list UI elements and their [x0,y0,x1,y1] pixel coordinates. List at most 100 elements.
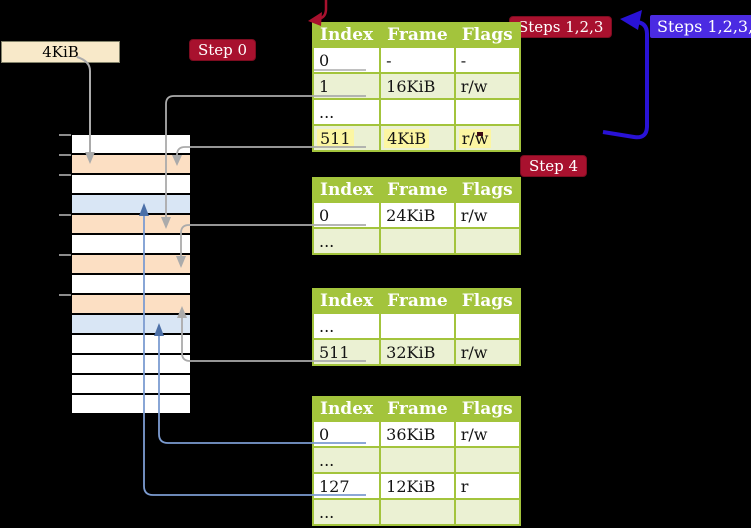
table-cell: ... [311,446,382,474]
table-cell: 0 [311,420,382,448]
memory-frame-row [72,275,190,293]
memory-frame-row [72,315,190,333]
table-row: ... [311,498,521,526]
memory-tick [59,254,71,256]
memory-tick [59,154,71,156]
table-cell: 511 [311,124,382,152]
memory-frame-row [72,355,190,373]
memory-tick [59,134,71,136]
cell-text: 16KiB [386,76,436,96]
table-row: 0 - - [311,46,521,74]
cell-text: r/w [460,76,488,96]
cell-text: 0 [319,205,330,225]
table-cell: ... [311,98,382,126]
cell-text: r [460,476,469,496]
red-dash-mark [477,132,483,136]
red-entry-arrow [318,0,328,21]
memory-frame-row [72,335,190,353]
table-cell: 4KiB [379,124,456,152]
cell-text: ... [319,450,335,470]
table-cell: 24KiB [379,201,456,229]
table-cell [453,498,521,526]
table-cell [379,498,456,526]
table-cell [453,227,521,255]
column-header: Frame [379,288,456,314]
table-cell: - [379,46,456,74]
table-cell [453,98,521,126]
table-cell: - [453,46,521,74]
cell-text: 0 [319,50,330,70]
column-header: Frame [379,22,456,48]
table-cell: 36KiB [379,420,456,448]
cell-text: ... [319,316,335,336]
memory-frame-row [72,135,190,153]
cell-text: r/w [460,424,488,444]
table-cell: ... [311,227,382,255]
memory-size-label: 4KiB [1,41,120,63]
column-header: Flags [453,177,521,203]
cell-text: 24KiB [386,205,436,225]
steps-loop-arrow [602,20,649,140]
steps1234-badge: Steps 1,2,3,4 [650,15,751,38]
table-cell: 12KiB [379,472,456,500]
table-cell [379,98,456,126]
table-cell [379,312,456,340]
steps123-badge: Steps 1,2,3 [509,16,613,38]
step4-badge: Step 4 [520,155,588,177]
table-row: ... [311,98,521,126]
cell-text: ... [319,502,335,522]
table-cell: r/w [453,420,521,448]
table-cell: r/w [453,338,521,366]
cell-text: 36KiB [386,424,436,444]
column-header: Frame [379,396,456,422]
memory-frame-row [72,175,190,193]
memory-tick [59,174,71,176]
step0-badge: Step 0 [189,39,257,61]
memory-frame-row [72,255,190,273]
memory-frame-row [72,235,190,253]
cell-text: 1 [319,76,330,96]
cell-text: ... [319,102,335,122]
table-cell: ... [311,312,382,340]
physical-memory-strip [59,134,190,415]
column-header: Frame [379,177,456,203]
cell-text: 127 [319,476,350,496]
table-row: ... [311,446,521,474]
memory-tick [59,214,71,216]
memory-frame-row [72,375,190,393]
table-cell: r [453,472,521,500]
table-cell [453,446,521,474]
column-header: Flags [453,288,521,314]
cell-text: r/w [460,342,488,362]
column-header: Flags [453,396,521,422]
memory-frame-row [72,155,190,173]
steps-loop-arrowhead [620,10,642,30]
table-cell: r/w [453,124,521,152]
table-row: 1 16KiB r/w [311,72,521,100]
table-cell: 32KiB [379,338,456,366]
table-cell: 511 [311,338,382,366]
table-row: ... [311,312,521,340]
column-header: Index [311,288,382,314]
cell-text: - [386,50,392,70]
column-header: Index [311,396,382,422]
column-header: Index [311,22,382,48]
memory-frame-row [72,195,190,213]
column-header: Flags [453,22,521,48]
table-cell [379,446,456,474]
table-cell [453,312,521,340]
table-cell: 127 [311,472,382,500]
cell-text: r/w [460,205,488,225]
